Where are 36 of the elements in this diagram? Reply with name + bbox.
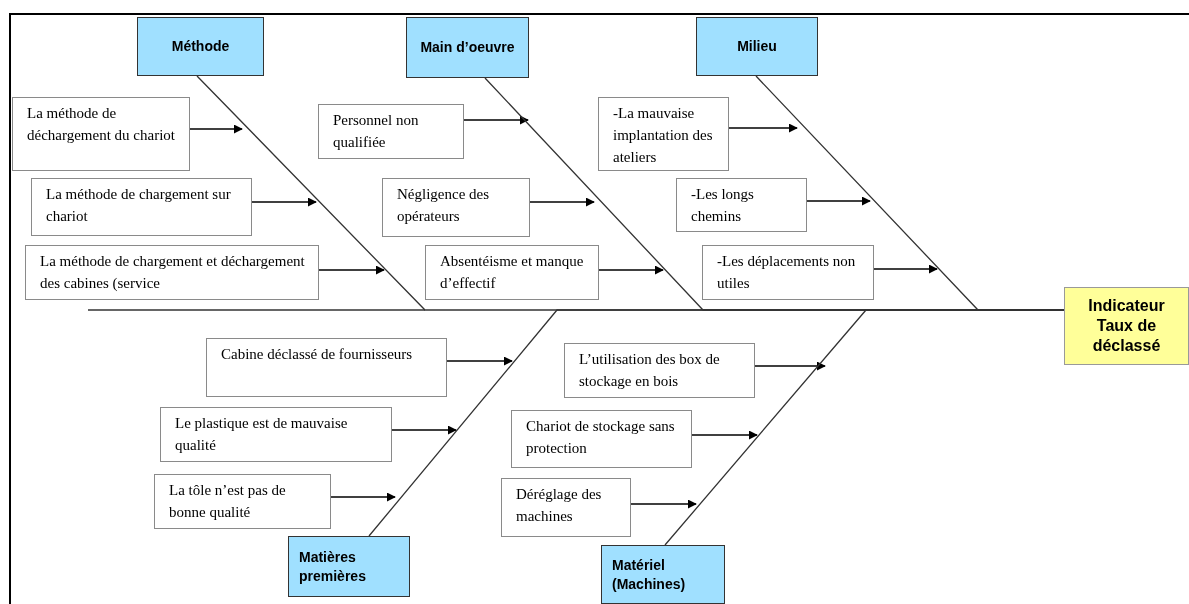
cause-box: Le plastique est de mauvaise qualité — [160, 407, 392, 462]
cause-box: -La mauvaise implantation des ateliers — [598, 97, 729, 171]
category-box: Matériel (Machines) — [601, 545, 725, 604]
cause-box: La méthode de déchargement du chariot — [12, 97, 190, 171]
arrow — [330, 492, 396, 502]
cause-box: Personnel non qualifiée — [318, 104, 464, 159]
cause-box: -Les déplacements non utiles — [702, 245, 874, 300]
cause-box: -Les longs chemins — [676, 178, 807, 232]
cause-box: Cabine déclassé de fournisseurs — [206, 338, 447, 397]
arrow — [251, 197, 317, 207]
category-box: Main d’oeuvre — [406, 17, 529, 78]
arrow — [446, 356, 513, 366]
arrow — [754, 361, 826, 371]
arrow — [630, 499, 697, 509]
arrow — [189, 124, 243, 134]
cause-box: La méthode de chargement sur chariot — [31, 178, 252, 236]
cause-box: Chariot de stockage sans protection — [511, 410, 692, 468]
cause-box: Négligence des opérateurs — [382, 178, 530, 237]
cause-box: L’utilisation des box de stockage en bois — [564, 343, 755, 398]
arrow — [728, 123, 798, 133]
cause-box: La méthode de chargement et déchargement des cabines (service — [25, 245, 319, 300]
arrow — [873, 264, 938, 274]
arrow — [463, 115, 529, 125]
arrow — [318, 265, 385, 275]
arrow — [806, 196, 871, 206]
cause-box: Déréglage des machines — [501, 478, 631, 537]
arrow — [391, 425, 457, 435]
arrow — [691, 430, 758, 440]
cause-box: La tôle n’est pas de bonne qualité — [154, 474, 331, 529]
category-box: Matières premières — [288, 536, 410, 597]
category-box: Méthode — [137, 17, 264, 76]
arrow — [598, 265, 664, 275]
category-box: Milieu — [696, 17, 818, 76]
cause-box: Absentéisme et manque d’effectif — [425, 245, 599, 300]
effect-box: Indicateur Taux de déclassé — [1064, 287, 1189, 365]
arrow — [529, 197, 595, 207]
